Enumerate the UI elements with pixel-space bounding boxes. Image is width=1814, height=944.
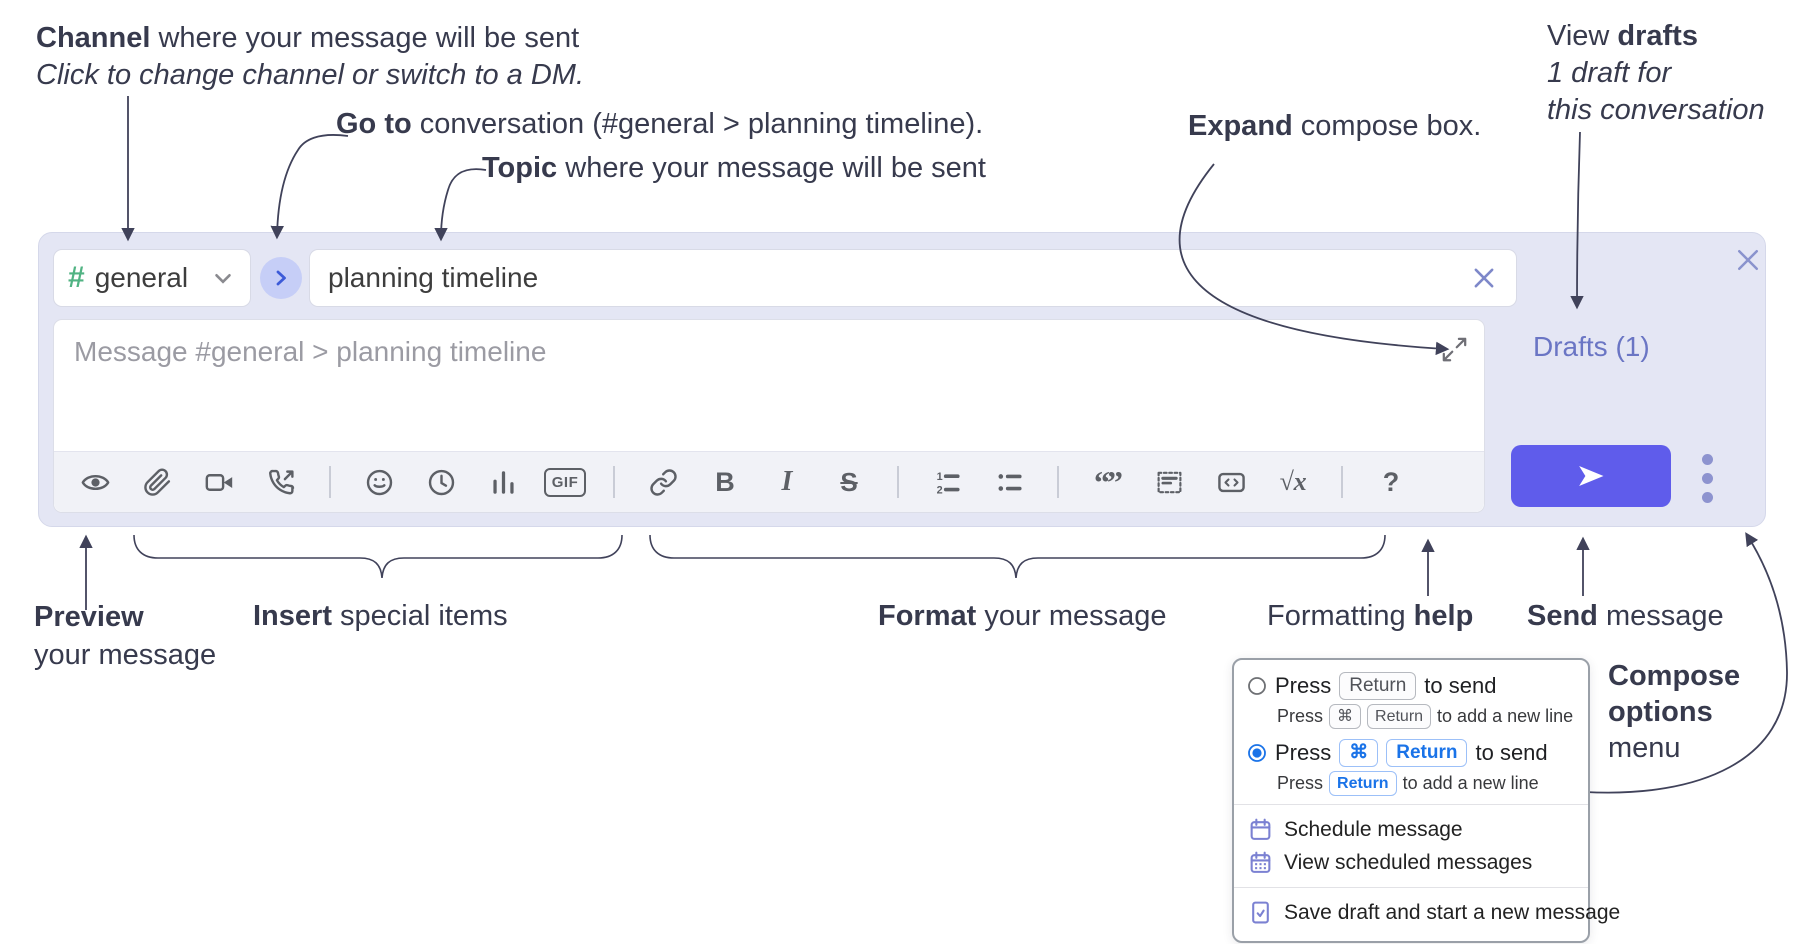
spoiler-icon[interactable]: [1144, 460, 1194, 504]
send-icon: [1576, 461, 1606, 491]
bold-icon[interactable]: B: [715, 466, 735, 497]
go-to-conversation-button[interactable]: [260, 257, 302, 299]
gif-icon[interactable]: GIF: [540, 460, 590, 504]
strikethrough-icon[interactable]: S: [840, 466, 858, 497]
format-annotation: Format your message: [878, 600, 1167, 632]
menu-option-cmd-return-subtext: Press Return to add a new line: [1277, 771, 1575, 796]
expand-compose-icon[interactable]: [1441, 336, 1468, 363]
svg-text:1: 1: [936, 471, 942, 483]
chevron-down-icon: [210, 265, 236, 291]
calendar-icon: [1248, 817, 1273, 842]
code-icon[interactable]: [1206, 460, 1256, 504]
cmd-key: ⌘: [1329, 704, 1362, 729]
radio-unselected-icon[interactable]: [1247, 676, 1267, 696]
compose-options-menu: Press Return to send Press ⌘ Return to a…: [1232, 658, 1620, 943]
poll-icon[interactable]: [478, 460, 528, 504]
goto-annotation: Go to conversation (#general > planning …: [336, 108, 984, 140]
menu-divider: [1234, 804, 1588, 805]
return-key: Return: [1367, 704, 1432, 729]
menu-option-return-subtext: Press ⌘ Return to add a new line: [1277, 704, 1575, 729]
italic-icon[interactable]: I: [781, 466, 793, 497]
bulleted-list-icon[interactable]: [984, 460, 1034, 504]
compose-options-menu-icon[interactable]: [1687, 449, 1727, 507]
channel-name: general: [94, 262, 189, 293]
message-input[interactable]: Message #general > planning timeline: [74, 336, 547, 367]
topic-value: planning timeline: [328, 262, 539, 293]
calendar-dates-icon: [1248, 850, 1273, 875]
send-annotation: Send message: [1527, 600, 1724, 632]
expand-annotation: Expand compose box.: [1188, 110, 1482, 142]
compose-options-annotation: Compose options menu: [1608, 660, 1741, 764]
menu-item-view-scheduled-messages[interactable]: View scheduled messages: [1247, 846, 1575, 879]
return-key: Return: [1339, 672, 1417, 700]
formatting-help-annotation: Formatting help: [1267, 600, 1474, 632]
drafts-annotation: View drafts 1 draft for this conversatio…: [1547, 20, 1765, 126]
svg-text:2: 2: [936, 484, 942, 496]
link-icon[interactable]: [638, 460, 688, 504]
radio-selected-icon[interactable]: [1247, 743, 1267, 763]
cmd-key: ⌘: [1339, 739, 1379, 767]
return-key: Return: [1329, 771, 1397, 796]
draft-icon: [1248, 900, 1273, 925]
clear-topic-icon[interactable]: [1470, 264, 1498, 292]
close-compose-icon[interactable]: [1733, 245, 1763, 275]
math-icon[interactable]: √x: [1279, 467, 1307, 496]
toolbar-divider: [318, 465, 342, 499]
insert-annotation: Insert special items: [253, 600, 508, 632]
toolbar-divider: [1330, 465, 1354, 499]
menu-item-save-draft[interactable]: Save draft and start a new message: [1247, 896, 1620, 929]
menu-option-return-to-send[interactable]: Press Return to send: [1247, 672, 1575, 700]
topic-annotation: Topic where your message will be sent: [482, 152, 986, 184]
audio-call-icon[interactable]: [256, 460, 306, 504]
compose-box: # general planning timeline Message #gen…: [38, 232, 1766, 527]
menu-option-cmd-return-to-send[interactable]: Press ⌘ Return to send: [1247, 739, 1575, 767]
return-key: Return: [1386, 739, 1468, 767]
preview-icon[interactable]: [70, 460, 120, 504]
video-call-icon[interactable]: [194, 460, 244, 504]
time-icon[interactable]: [416, 460, 466, 504]
message-area: Message #general > planning timeline GIF…: [53, 319, 1485, 513]
emoji-icon[interactable]: [354, 460, 404, 504]
topic-input[interactable]: planning timeline: [309, 249, 1517, 307]
menu-divider: [1234, 887, 1588, 888]
toolbar-divider: [1046, 465, 1070, 499]
preview-annotation: Preview your message: [34, 601, 217, 671]
toolbar-divider: [602, 465, 626, 499]
toolbar-divider: [886, 465, 910, 499]
channel-select-button[interactable]: # general: [53, 249, 251, 307]
drafts-link[interactable]: Drafts (1): [1533, 331, 1650, 362]
quote-icon[interactable]: “”: [1094, 463, 1123, 500]
channel-hash-icon: #: [68, 261, 85, 294]
menu-item-schedule-message[interactable]: Schedule message: [1247, 813, 1575, 846]
send-button[interactable]: [1511, 445, 1671, 507]
help-icon[interactable]: ?: [1382, 466, 1400, 497]
attach-icon[interactable]: [132, 460, 182, 504]
channel-annotation: Channel where your message will be sent …: [36, 22, 585, 91]
chevron-right-icon: [269, 266, 293, 290]
